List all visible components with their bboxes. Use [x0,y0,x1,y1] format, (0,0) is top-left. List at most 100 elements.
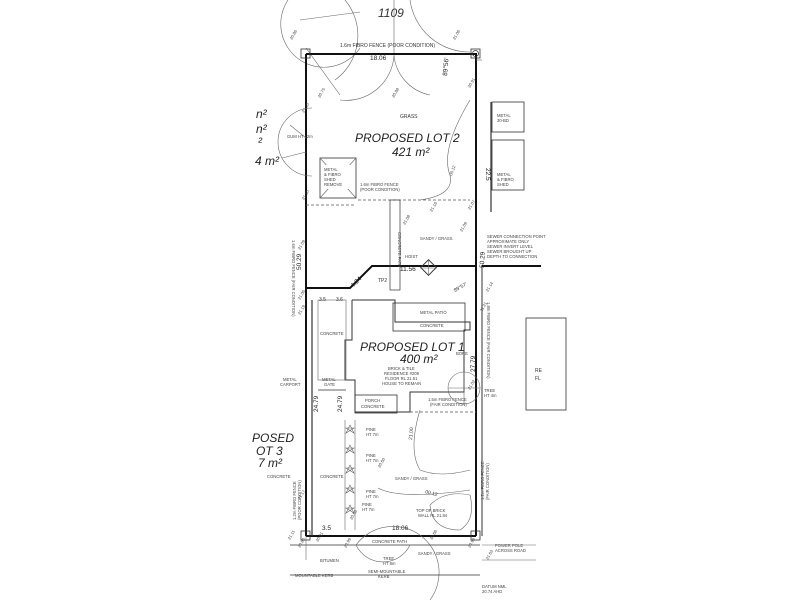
svg-text:GATE: GATE [324,382,335,387]
spot-level: 20.99 [343,536,353,548]
dim-lot1-right: 27.79 [470,355,477,372]
concrete-path-label: CONCRETE PATH [397,232,402,267]
sandy-grass-1: SANDY / GRASS [420,236,453,241]
diag1: 21.00 [408,427,415,440]
fence-mid-label: 1.6m FIBRO FENCE [360,182,399,187]
lot2-name: PROPOSED LOT 2 [355,131,460,145]
dim-lot1-left: 24.79 [313,395,320,412]
top-tree-canopies [280,0,471,101]
spot-level: 21.19 [297,303,307,315]
power-pole-2: ACROSS ROAD [495,548,526,553]
semi-mountable: SEMI-MOUNTABLE [368,569,406,574]
spot-level: 20.99 [467,536,477,548]
spot-level: 21.09 [297,238,307,250]
svg-text:APPROXIMATE ONLY: APPROXIMATE ONLY [487,239,529,244]
svg-text:CARPORT: CARPORT [280,382,301,387]
svg-text:METAL: METAL [283,377,297,382]
svg-text:REMOVE: REMOVE [324,182,342,187]
spot-level: 20.75 [317,86,327,98]
concrete-left: CONCRETE [320,331,344,336]
spot-level: 20.80 [297,536,307,548]
bearing-mid: 89°57' [453,281,468,293]
svg-text:RESIDENCE #209: RESIDENCE #209 [384,371,420,376]
spot-level: 21.09 [459,220,469,232]
svg-text:SEWER BROUGHT UP: SEWER BROUGHT UP [487,249,532,254]
fence-top-label: 1.6m FIBRO FENCE (POOR CONDITION) [340,43,435,49]
sewer-label: SEWER CONNECTION POINT APPROXIMATE ONLY … [487,234,546,259]
spot-level: 21.10 [301,101,311,113]
concrete-path-2: CONCRETE PATH [372,539,407,544]
power-pole: POWER POLE [495,543,523,548]
lot-boundary [305,53,541,537]
svg-text:SHED: SHED [324,177,336,182]
datum-label-2: 20.74 AHD [482,589,502,594]
lot-number-1109: 1109 [378,6,404,20]
spot-level: 21.16 [429,200,439,212]
fence-mid-label-2: (POOR CONDITION) [360,187,400,192]
diag2: 00.12 [424,489,438,498]
pine-2: PINE [366,453,376,458]
spot-level: 20.66 [429,528,439,540]
dim-left-short: 3.5 [319,297,326,303]
fence-house-label: 1.5m FIBRO FENCE [428,397,467,402]
dim-left-short2: 3.6 [336,297,343,303]
dim-left: 50.29 [296,253,303,270]
svg-text:GUM HT 12m: GUM HT 12m [287,134,313,139]
dim-mid: 11.56 [400,266,416,273]
right-partial-2: FL [535,376,541,382]
spot-level: 20.56 [349,508,359,520]
svg-text:& FIBRO: & FIBRO [497,177,514,182]
spot-level: 21.02 [467,378,477,390]
gum-tree: GUM HT 12m [277,107,313,177]
top-brick-2: WALL RL 21.84 [418,513,448,518]
mountable-kerb: MOUNTABLE KERB [295,573,334,578]
spot-level: 21.21 [479,300,489,312]
svg-text:SHED: SHED [497,182,509,187]
lot3-extra: 7 m² [258,456,283,470]
carport: METAL CARPORT METAL GATE [280,377,346,391]
fence-bottom-right-2: (FAIR CONDITION) [485,463,490,500]
pine-4: PINE [362,502,372,507]
spot-level: 21.14 [485,280,495,292]
porch-label: PORCH [365,398,380,403]
svg-text:FLOOR RL 21.51: FLOOR RL 21.51 [385,376,418,381]
spot-level: 21.06 [297,288,307,300]
bearing-top: 89°56' [441,57,451,76]
datum-label: DATUM NML [482,584,507,589]
svg-text:30-BD: 30-BD [497,118,509,123]
spot-level: 20.91 [315,530,325,542]
right-metal-structures: METAL 30-BD METAL & FIBRO SHED [490,101,525,212]
dim-bottom-short: 3.5 [322,525,331,532]
spot-level: 21.63 [485,548,495,560]
svg-text:TREE: TREE [484,388,495,393]
concrete-label-2: CONCRETE [320,474,344,479]
svg-text:METAL: METAL [497,172,511,177]
lot3-name: POSED [252,431,294,445]
semi-mountable-2: KERB [378,574,390,579]
svg-text:00.12: 00.12 [448,164,457,176]
svg-text:BRICK & TILE: BRICK & TILE [388,366,415,371]
svg-text:SEWER INVERT LEVEL: SEWER INVERT LEVEL [487,244,534,249]
pine-4-ht: HT 7m [362,507,375,512]
fence-house-label-2: (FAIR CONDITION) [430,402,467,407]
grass-label: GRASS [400,114,418,120]
pine-2-ht: HT 7m [366,458,379,463]
lot2-area: 421 m² [392,145,430,159]
dim-lot1-left2: 24.79 [337,395,344,412]
corner-markers [300,48,481,541]
partial-area-1: n² [256,107,268,121]
svg-text:METAL: METAL [322,377,336,382]
spot-level: 20.86 [289,28,299,40]
svg-text:HT 4m: HT 4m [484,393,497,398]
concrete-label-3: CONCRETE [267,474,291,479]
svg-text:& FIBRO: & FIBRO [324,172,341,177]
svg-text:SEWER CONNECTION POINT: SEWER CONNECTION POINT [487,234,546,239]
spot-level: 20.91 [467,76,477,88]
metal-shed: METAL & FIBRO SHED REMOVE [319,157,357,199]
partial-area-3: ² [258,135,263,149]
spot-level: 20.60 [377,456,387,468]
bitumen-label: BITUMEN [320,558,339,563]
spot-level: 21.10 [301,188,311,200]
sandy-grass-3: SANDY / GRASS [418,551,451,556]
